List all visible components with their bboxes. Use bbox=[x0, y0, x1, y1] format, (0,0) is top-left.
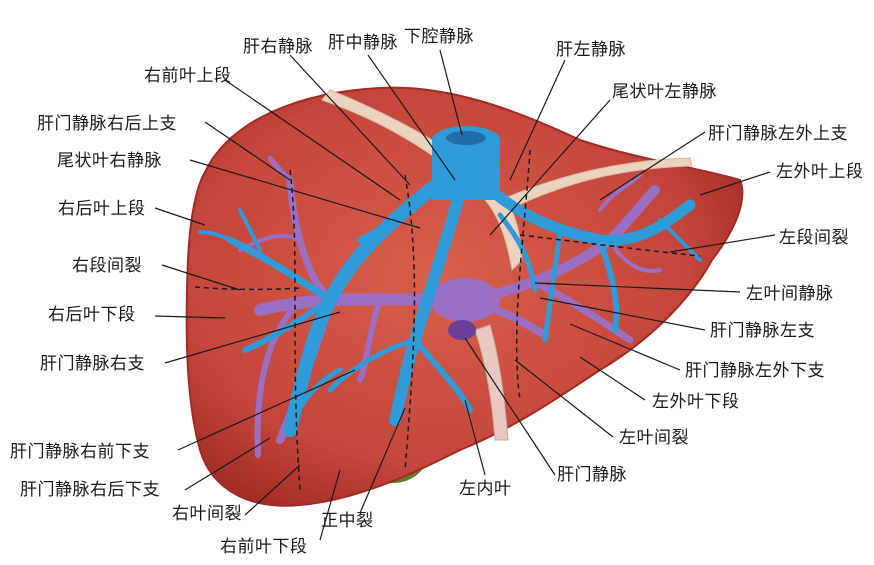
label-left-interlobar-vein: 左叶间静脉 bbox=[746, 284, 834, 304]
label-hepatic-right-vein: 肝右静脉 bbox=[243, 37, 313, 57]
label-pv-right-branch: 肝门静脉右支 bbox=[40, 354, 145, 374]
label-left-lateral-upper-segment: 左外叶上段 bbox=[776, 162, 864, 182]
label-left-medial-lobe: 左内叶 bbox=[459, 479, 512, 499]
label-pv-right-posterior-lower: 肝门静脉右后下支 bbox=[20, 480, 160, 500]
label-median-fissure: 正中裂 bbox=[321, 511, 374, 531]
label-caudate-left-vein: 尾状叶左静脉 bbox=[612, 82, 717, 102]
label-caudate-right-vein: 尾状叶右静脉 bbox=[57, 151, 162, 171]
portal-vein-cut bbox=[448, 320, 476, 340]
label-hepatic-middle-vein: 肝中静脉 bbox=[328, 33, 398, 53]
label-right-anterior-lower-segment: 右前叶下段 bbox=[220, 537, 308, 557]
label-portal-vein: 肝门静脉 bbox=[557, 465, 627, 485]
label-right-interlobar-fissure: 右叶间裂 bbox=[172, 504, 242, 524]
label-left-intersegmental-fissure: 左段间裂 bbox=[779, 228, 849, 248]
label-left-lateral-lower-segment: 左外叶下段 bbox=[652, 392, 740, 412]
label-pv-right-anterior-lower: 肝门静脉右前下支 bbox=[10, 442, 150, 462]
label-pv-left-branch: 肝门静脉左支 bbox=[710, 321, 815, 341]
label-right-anterior-upper-segment: 右前叶上段 bbox=[144, 66, 232, 86]
portal-vein-trunk bbox=[430, 278, 500, 322]
ivc-lumen bbox=[446, 131, 486, 145]
label-pv-left-lateral-lower: 肝门静脉左外下支 bbox=[685, 361, 825, 381]
label-inferior-vena-cava: 下腔静脉 bbox=[404, 27, 474, 47]
label-right-posterior-lower-segment: 右后叶下段 bbox=[48, 305, 136, 325]
label-pv-right-posterior-upper: 肝门静脉右后上支 bbox=[37, 114, 177, 134]
label-right-intersegmental-fissure: 右段间裂 bbox=[72, 256, 142, 276]
label-left-interlobar-fissure: 左叶间裂 bbox=[619, 428, 689, 448]
label-right-posterior-upper-segment: 右后叶上段 bbox=[58, 199, 146, 219]
label-pv-left-lateral-upper: 肝门静脉左外上支 bbox=[708, 124, 848, 144]
ivc-body bbox=[432, 140, 500, 200]
label-hepatic-left-vein: 肝左静脉 bbox=[556, 40, 626, 60]
